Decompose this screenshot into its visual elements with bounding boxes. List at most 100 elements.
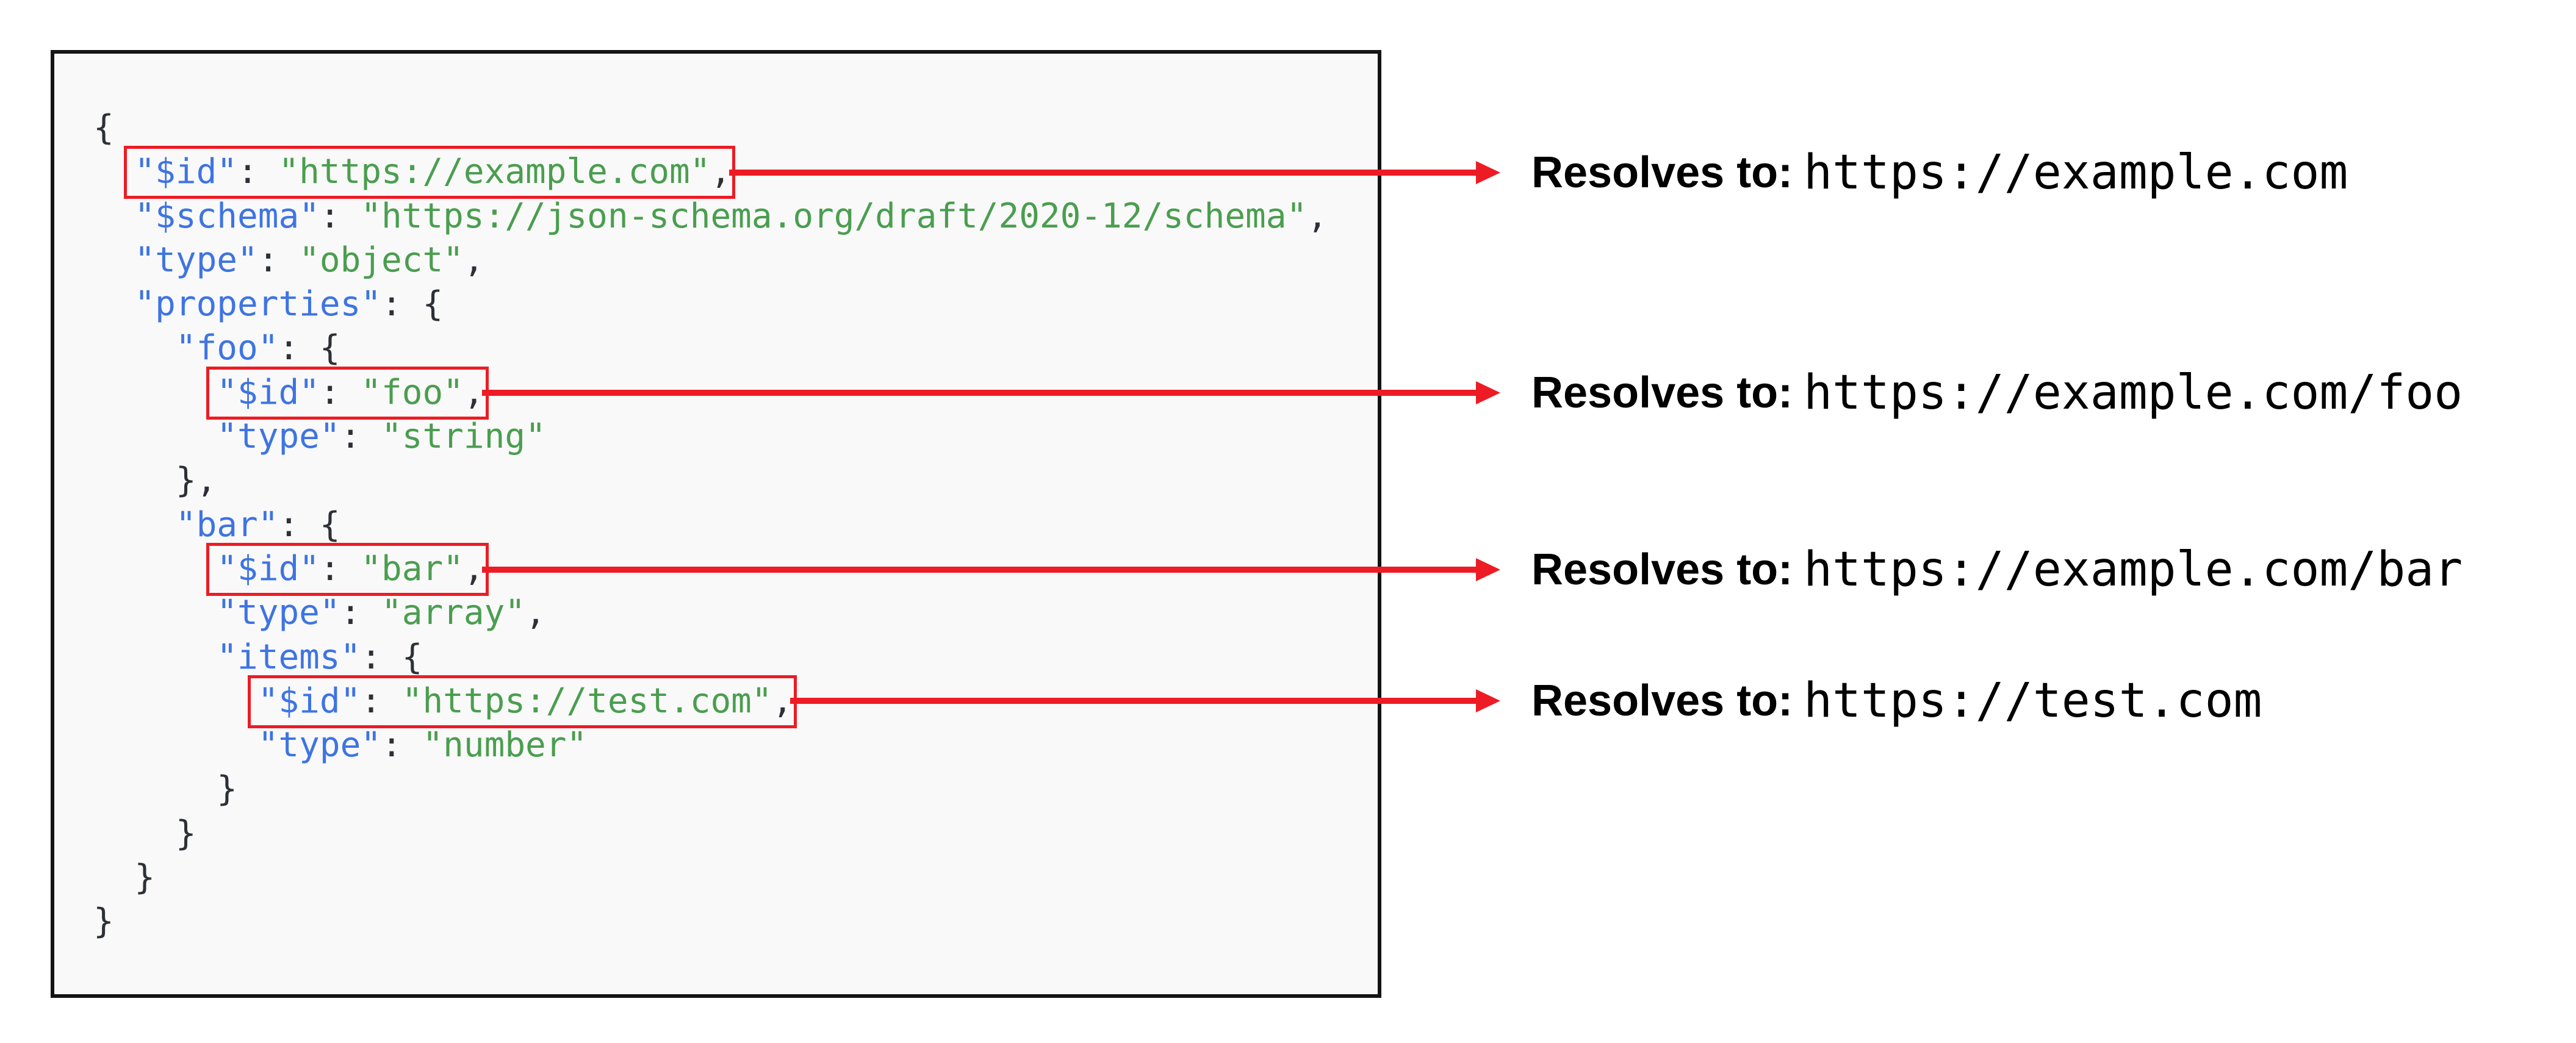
code-token: [93, 417, 217, 456]
code-token: "type": [217, 593, 340, 633]
code-line: "$id": "https://test.com",: [93, 675, 1378, 728]
code-token: }: [93, 858, 156, 898]
code-line: },: [93, 459, 1378, 503]
code-token: :: [319, 196, 361, 236]
code-token: :: [361, 681, 402, 721]
code-line: "$id": "https://example.com",: [93, 146, 1378, 199]
code-token: }: [93, 813, 196, 853]
code-token: "bar": [361, 548, 464, 589]
arrow-head-icon: [1476, 381, 1500, 404]
arrow-line-foo: [482, 390, 1477, 396]
code-token: "type": [134, 240, 258, 280]
code-token: [93, 549, 217, 589]
code-token: }: [93, 769, 238, 809]
arrow-line-bar: [482, 567, 1477, 573]
code-token: :: [319, 372, 361, 412]
code-token: "$id": [217, 548, 320, 589]
code-line: "type": "object",: [93, 238, 1378, 282]
code-token: :: [340, 593, 382, 633]
highlight-box: "$id": "bar",: [206, 542, 489, 596]
code-token: ,: [772, 681, 793, 721]
code-line: "properties": {: [93, 282, 1378, 326]
code-token: "properties": [134, 284, 382, 324]
highlight-box: "$id": "https://test.com",: [247, 675, 797, 728]
arrow-line-example: [729, 170, 1477, 176]
code-token: :: [257, 240, 300, 280]
code-token: ,: [525, 593, 546, 633]
code-token: [93, 725, 258, 765]
code-token: [93, 240, 134, 280]
code-token: : {: [278, 504, 340, 545]
annotation-value: https://example.com/foo: [1804, 365, 2463, 420]
code-line: "bar": {: [93, 503, 1378, 547]
code-token: "$id": [134, 152, 238, 192]
code-token: "https://test.com": [401, 681, 772, 721]
code-line: "$id": "foo",: [93, 366, 1378, 420]
code-token: "number": [422, 725, 588, 765]
code-token: [93, 681, 258, 721]
annotation-value: https://example.com: [1804, 145, 2348, 200]
code-token: "$id": [217, 372, 320, 412]
code-line: "type": "number": [93, 723, 1378, 767]
code-token: "items": [217, 637, 361, 677]
code-token: : {: [278, 328, 340, 368]
code-token: }: [93, 901, 114, 942]
code-token: "type": [217, 417, 340, 457]
code-token: [93, 505, 176, 545]
code-token: : {: [381, 284, 444, 324]
arrow-head-icon: [1476, 558, 1500, 581]
code-token: :: [319, 548, 361, 589]
code-token: "string": [381, 417, 546, 457]
code-line: "$schema": "https://json-schema.org/draf…: [93, 195, 1378, 238]
code-line: }: [93, 856, 1378, 900]
code-token: ,: [463, 548, 484, 589]
code-token: [93, 637, 217, 677]
code-line: {: [93, 106, 1378, 150]
annotation-value: https://example.com/bar: [1804, 542, 2463, 597]
code-token: ,: [463, 372, 484, 412]
annotation-label: Resolves to:: [1531, 148, 1793, 197]
code-token: :: [381, 725, 423, 765]
code-token: [93, 593, 217, 633]
annotation-test: Resolves to: https://test.com: [1531, 673, 2262, 728]
code-line: }: [93, 812, 1378, 856]
code-token: ,: [1307, 196, 1328, 236]
code-token: "https://example.com": [278, 152, 711, 192]
code-token: {: [93, 108, 114, 148]
code-line: "items": {: [93, 636, 1378, 679]
arrow-head-icon: [1476, 161, 1500, 184]
annotation-label: Resolves to:: [1531, 545, 1793, 594]
code-token: [93, 328, 176, 368]
annotation-label: Resolves to:: [1531, 368, 1793, 417]
code-line: }: [93, 900, 1378, 944]
code-pre: { "$id": "https://example.com", "$schema…: [54, 54, 1378, 944]
code-token: "object": [299, 240, 464, 280]
json-schema-code-block: { "$id": "https://example.com", "$schema…: [51, 50, 1381, 998]
code-line: "type": "array",: [93, 591, 1378, 635]
annotation-bar: Resolves to: https://example.com/bar: [1531, 542, 2463, 597]
code-token: "array": [381, 593, 526, 633]
annotation-label: Resolves to:: [1531, 676, 1793, 725]
code-token: "$schema": [134, 196, 320, 236]
arrow-head-icon: [1476, 689, 1500, 712]
code-token: },: [93, 461, 217, 501]
code-token: [93, 373, 217, 412]
highlight-box: "$id": "foo",: [206, 366, 489, 420]
code-token: "$id": [257, 681, 361, 721]
code-token: [93, 196, 134, 236]
code-token: ,: [463, 240, 484, 280]
highlight-box: "$id": "https://example.com",: [124, 146, 736, 199]
code-token: [93, 284, 134, 324]
annotation-example: Resolves to: https://example.com: [1531, 145, 2348, 200]
code-token: "https://json-schema.org/draft/2020-12/s…: [361, 196, 1308, 236]
code-token: "foo": [361, 372, 464, 412]
code-token: : {: [361, 637, 423, 677]
code-line: }: [93, 767, 1378, 811]
code-line: "$id": "bar",: [93, 542, 1378, 596]
code-token: ,: [710, 152, 732, 192]
code-line: "foo": {: [93, 326, 1378, 370]
code-line: "type": "string": [93, 415, 1378, 459]
code-token: :: [340, 417, 382, 457]
arrow-line-test: [790, 698, 1477, 704]
